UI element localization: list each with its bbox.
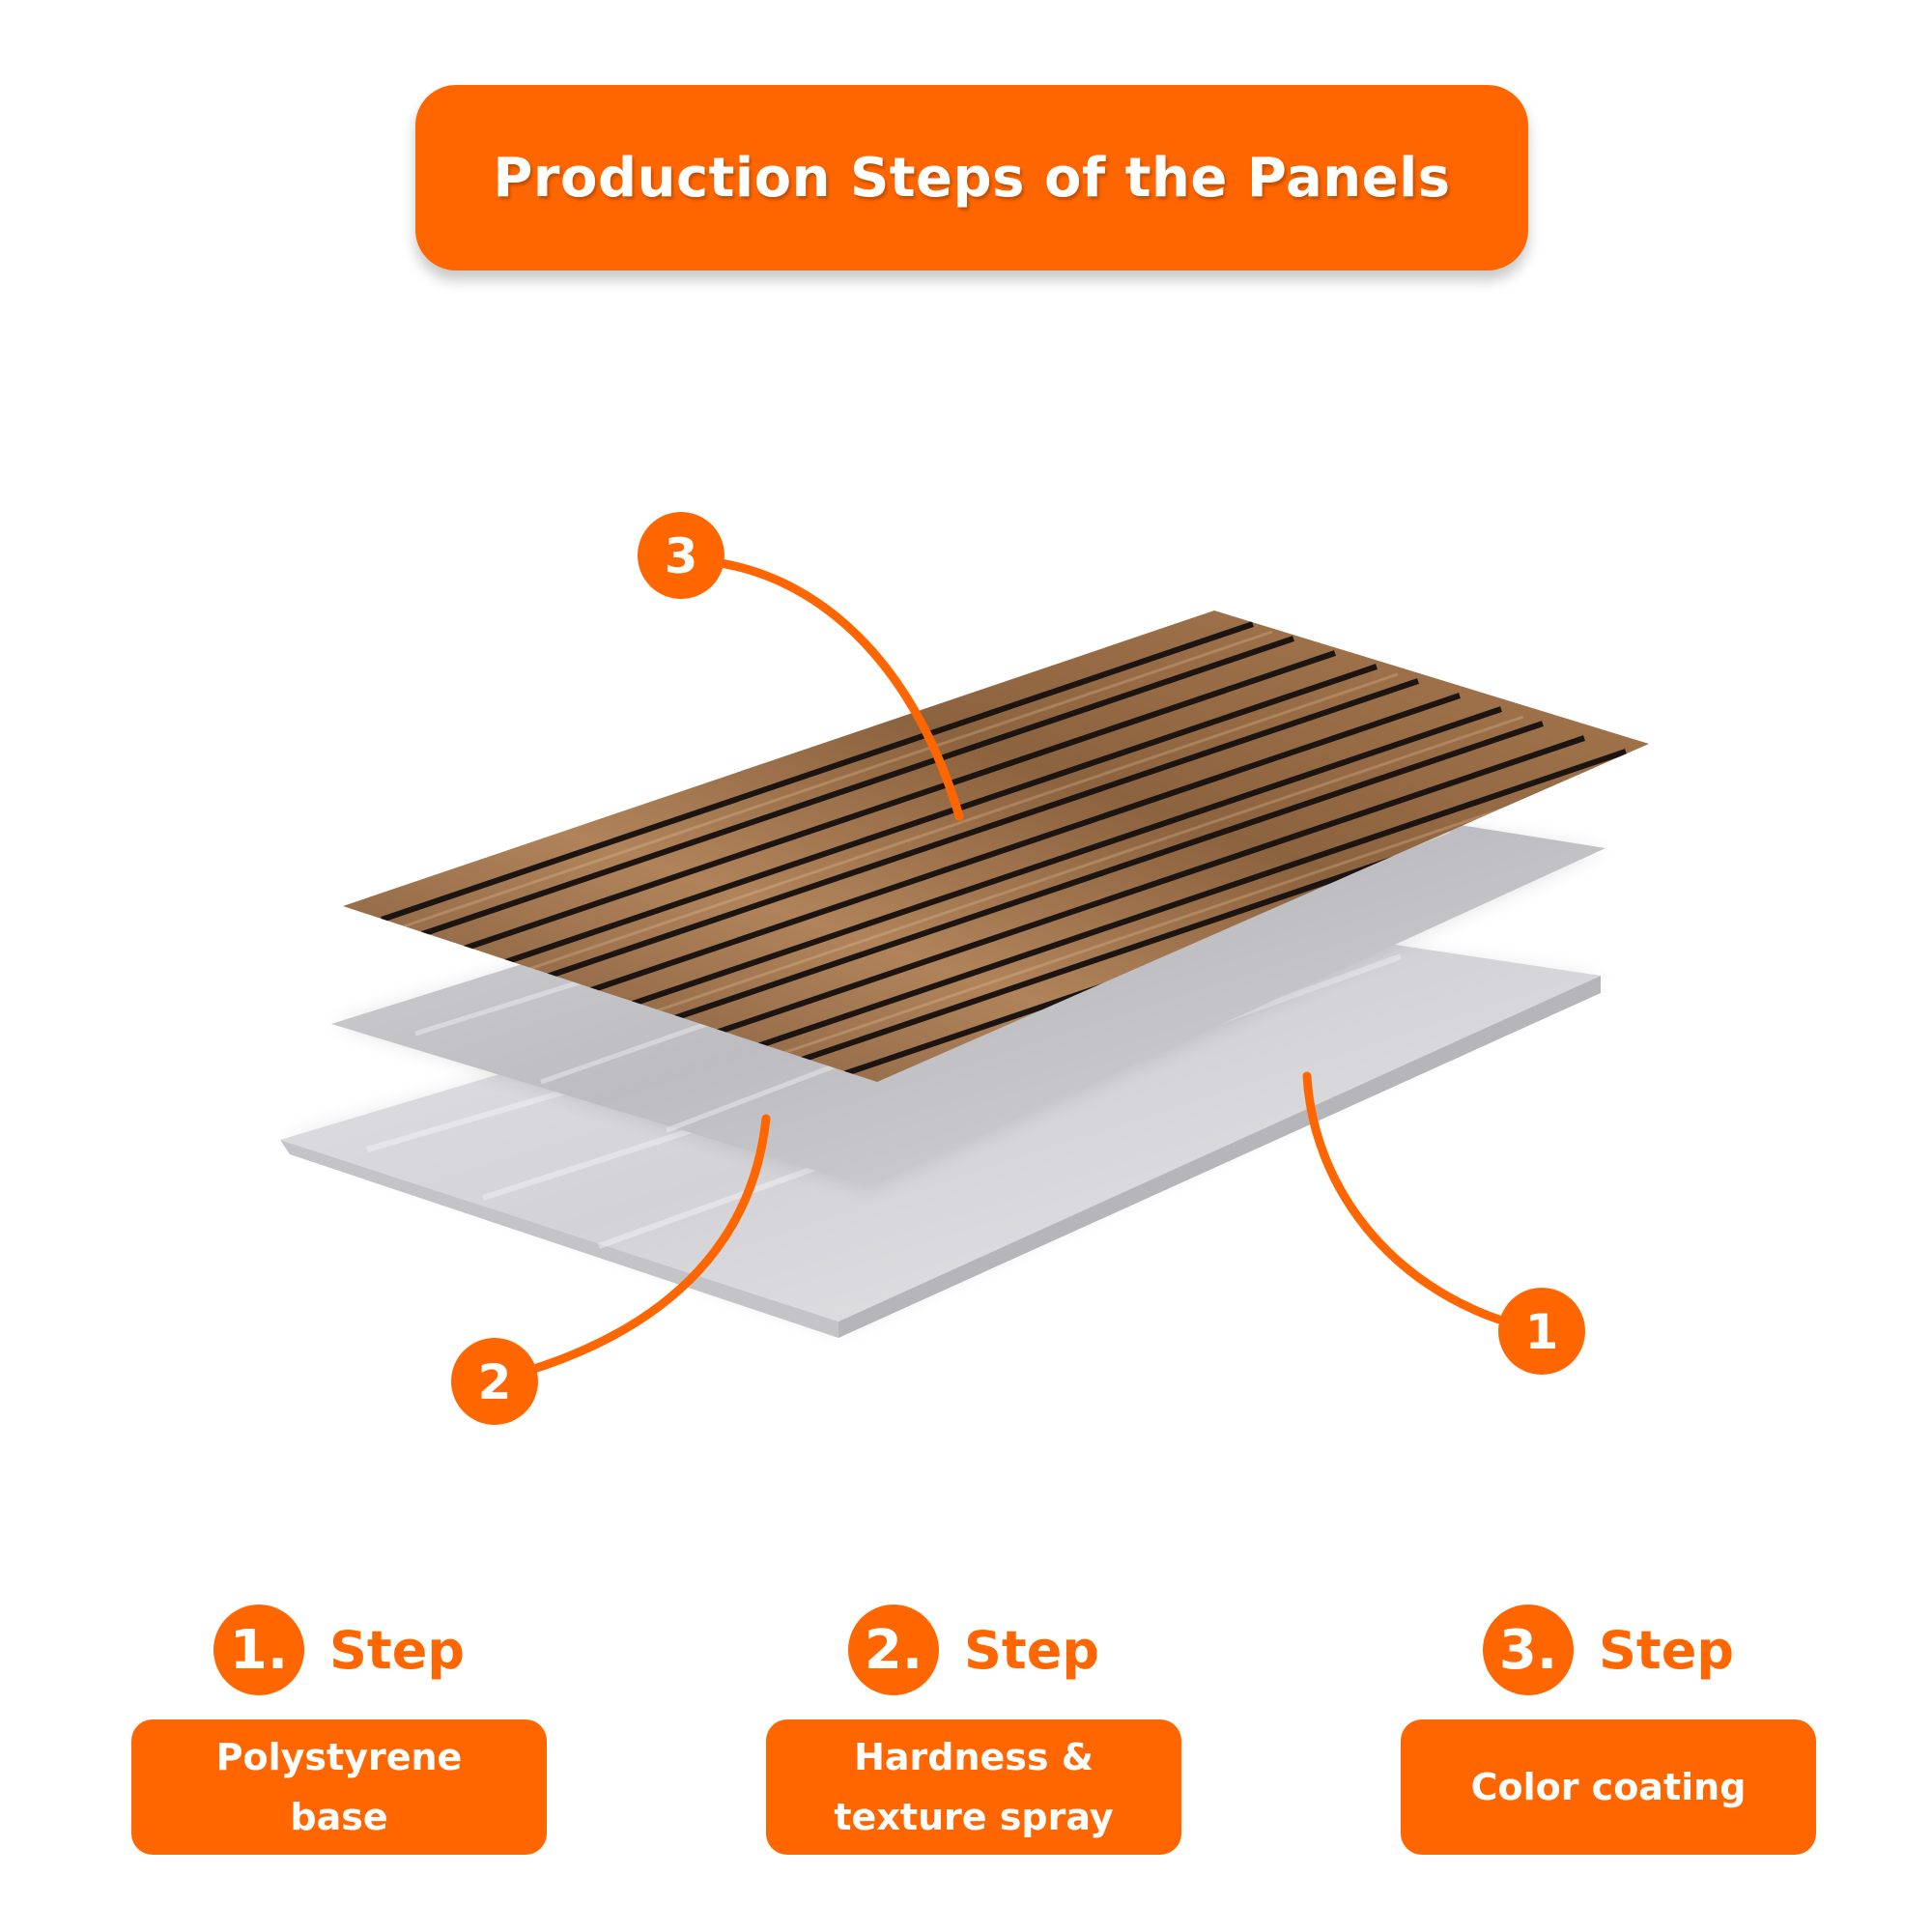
callout-label-3: 3 <box>665 528 698 584</box>
callout-line-3 <box>710 557 964 821</box>
step-2-number: 2. <box>848 1605 939 1695</box>
step-2-description: Hardness & texture spray <box>834 1736 1114 1838</box>
callout-badge-1: 1 <box>1498 1288 1585 1375</box>
step-3-box: Color coating <box>1401 1719 1816 1855</box>
callout-label-2: 2 <box>478 1354 512 1410</box>
callout-line-1 <box>1302 1071 1510 1326</box>
callout-badge-3: 3 <box>638 512 724 599</box>
step-2-heading: 2. Step <box>766 1604 1181 1696</box>
callout-label-1: 1 <box>1525 1304 1559 1360</box>
step-1: 1. Step Polystyrene base <box>131 1604 547 1855</box>
step-3-number: 3. <box>1483 1605 1574 1695</box>
step-3: 3. Step Color coating <box>1401 1604 1816 1855</box>
callout-line-2 <box>526 1114 771 1375</box>
step-1-heading: 1. Step <box>131 1604 547 1696</box>
step-3-description: Color coating <box>1470 1766 1747 1808</box>
step-1-number: 1. <box>213 1605 304 1695</box>
step-2: 2. Step Hardness & texture spray <box>766 1604 1181 1855</box>
step-2-word: Step <box>964 1619 1099 1681</box>
step-1-box: Polystyrene base <box>131 1719 547 1855</box>
step-1-word: Step <box>329 1619 465 1681</box>
page-title: Production Steps of the Panels <box>493 146 1451 210</box>
step-1-description: Polystyrene base <box>215 1736 463 1838</box>
step-3-word: Step <box>1599 1619 1734 1681</box>
callout-badge-2: 2 <box>451 1338 538 1425</box>
step-2-box: Hardness & texture spray <box>766 1719 1181 1855</box>
step-3-heading: 3. Step <box>1401 1604 1816 1696</box>
title-banner: Production Steps of the Panels <box>415 85 1528 270</box>
